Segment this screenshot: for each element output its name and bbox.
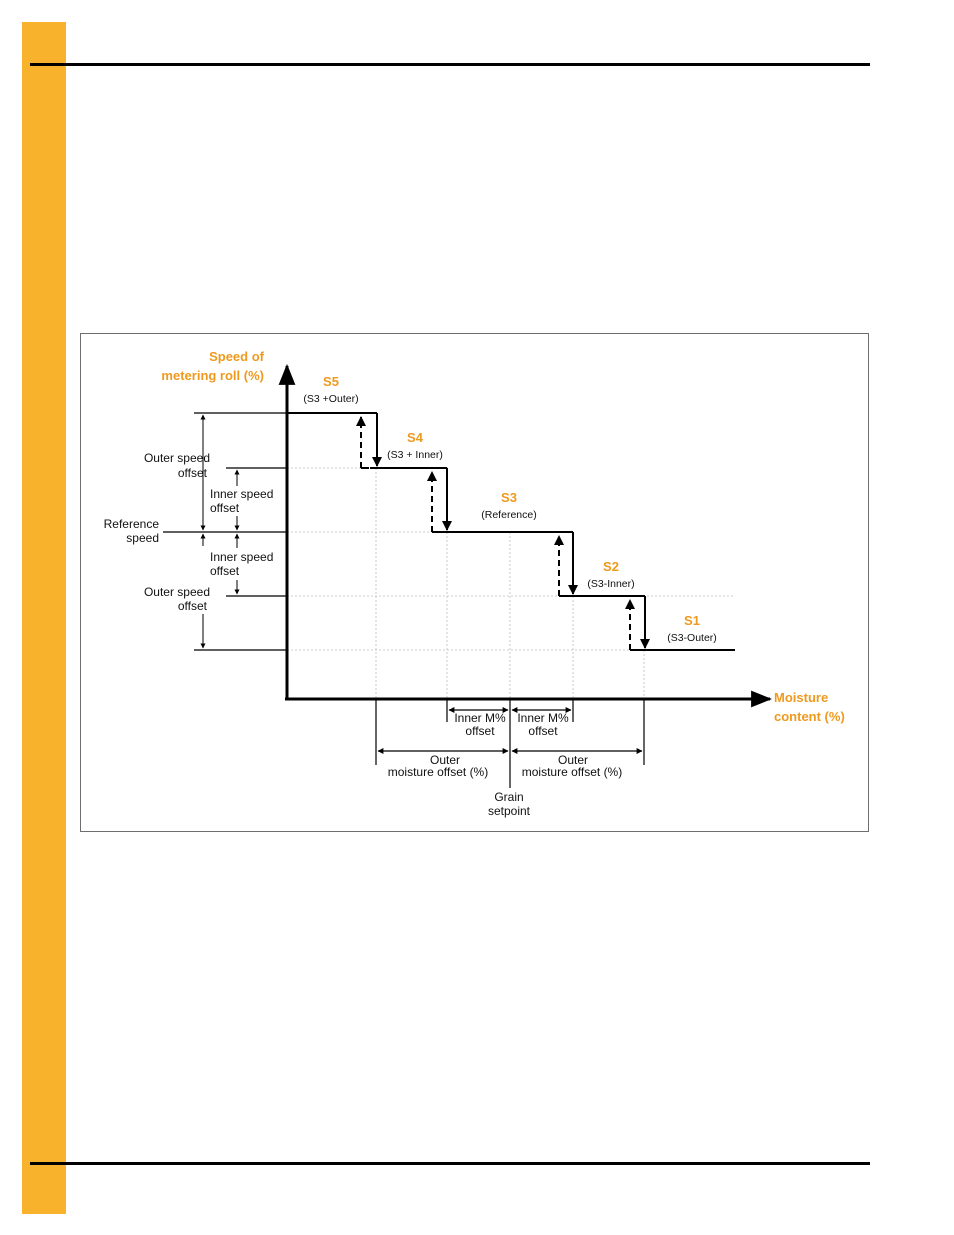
inner-moisture-offset-left-line1: Inner M% [454, 711, 506, 725]
side-color-bar [22, 22, 66, 1214]
figure-frame [80, 333, 869, 832]
grain-setpoint-line2: setpoint [488, 804, 531, 818]
grain-setpoint-line1: Grain [494, 790, 523, 804]
outer-speed-offset-top-line1: Outer speed [144, 451, 210, 465]
step-name-s5: S5 [323, 374, 339, 389]
header-rule [30, 63, 870, 66]
step-formula-s2: (S3-Inner) [587, 578, 634, 590]
step-formula-s1: (S3-Outer) [667, 632, 717, 644]
outer-moisture-offset-left-line1: Outer [430, 753, 460, 767]
step-formula-s3: (Reference) [481, 509, 536, 521]
step-name-s1: S1 [684, 613, 700, 628]
inner-speed-offset-top-line2: offset [210, 501, 240, 515]
inner-moisture-offset-left-line2: offset [465, 724, 495, 738]
step-formula-s5: (S3 +Outer) [303, 393, 358, 405]
y-axis-title-line2: metering roll (%) [161, 368, 264, 383]
outer-speed-offset-top-line2: offset [178, 466, 208, 480]
outer-moisture-offset-right-line2: moisture offset (%) [522, 765, 622, 779]
inner-speed-offset-top-line1: Inner speed [210, 487, 273, 501]
x-axis-title-line2: content (%) [774, 709, 845, 724]
step-name-s3: S3 [501, 490, 517, 505]
dashed-return-arrows [356, 416, 638, 651]
x-axis-title-line1: Moisture [774, 690, 828, 705]
inner-speed-offset-bottom-line1: Inner speed [210, 550, 273, 564]
bottom-dimension-lines [375, 699, 645, 788]
step-name-s2: S2 [603, 559, 619, 574]
outer-speed-offset-bottom-line1: Outer speed [144, 585, 210, 599]
footer-rule [30, 1162, 870, 1165]
step-name-s4: S4 [407, 430, 424, 445]
step-formula-s4: (S3 + Inner) [387, 449, 443, 461]
step-curve [287, 412, 735, 651]
inner-moisture-offset-right-line2: offset [528, 724, 558, 738]
inner-speed-offset-bottom-line2: offset [210, 564, 240, 578]
inner-moisture-offset-right-line1: Inner M% [517, 711, 569, 725]
left-reference-lines [163, 412, 287, 651]
reference-speed-line1: Reference [104, 517, 160, 531]
left-offset-arrows [200, 414, 240, 649]
outer-speed-offset-bottom-line2: offset [178, 599, 208, 613]
y-axis-title-line1: Speed of [209, 349, 265, 364]
reference-speed-line2: speed [126, 531, 159, 545]
outer-moisture-offset-right-line1: Outer [558, 753, 588, 767]
outer-moisture-offset-left-line2: moisture offset (%) [388, 765, 488, 779]
